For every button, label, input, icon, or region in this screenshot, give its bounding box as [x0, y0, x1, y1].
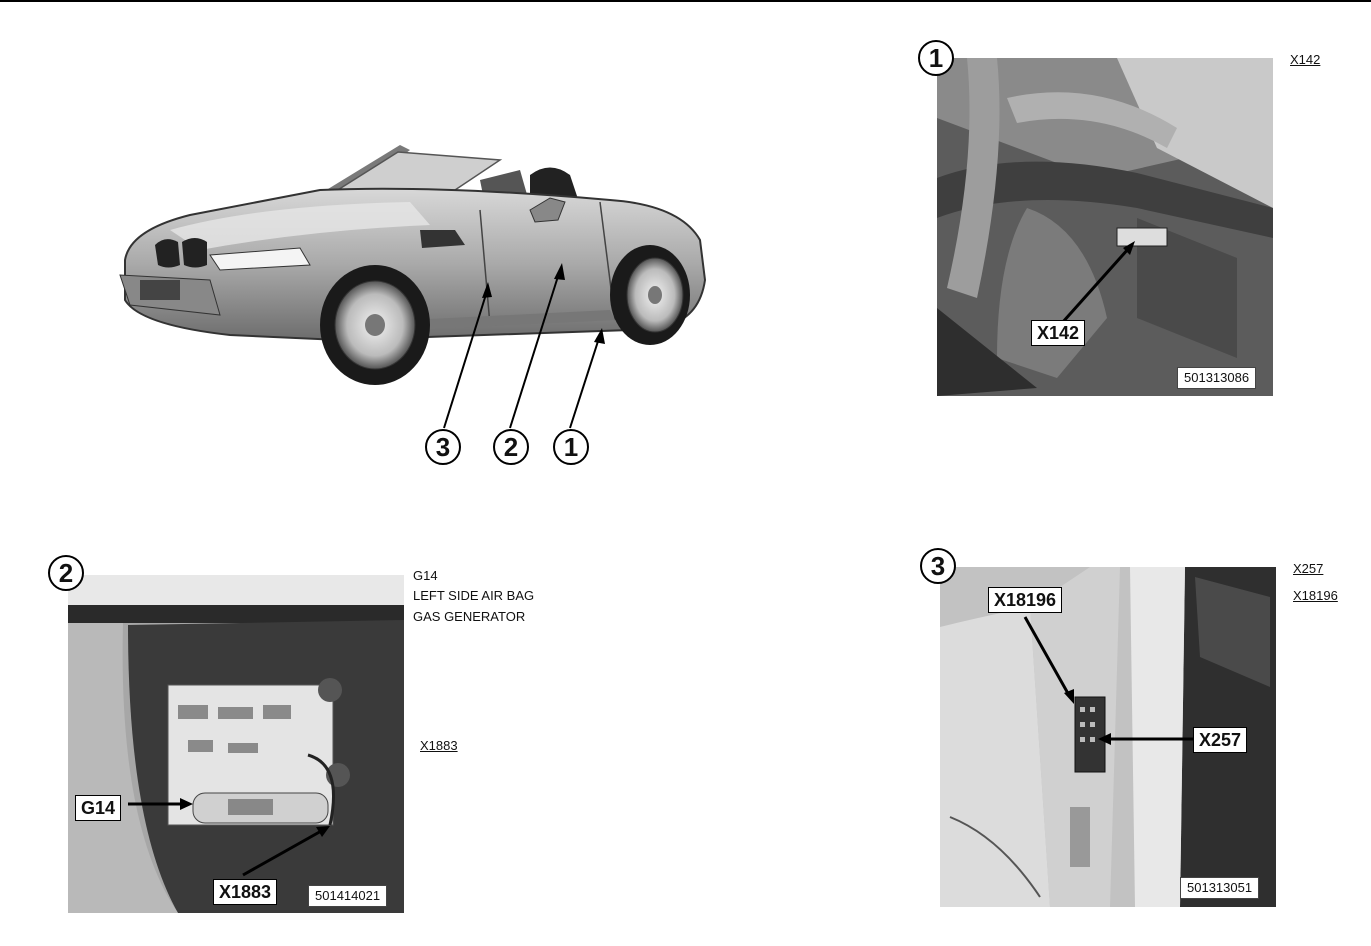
panel2-connector-ref[interactable]: X1883	[420, 738, 458, 753]
panel2-label-x1883: X1883	[213, 879, 278, 905]
panel1-photo	[937, 58, 1273, 396]
panel3-connector-ref-x257[interactable]: X257	[1293, 561, 1324, 576]
panel2-airbag-photo	[68, 575, 404, 913]
car-callout-3[interactable]: 3	[425, 429, 461, 465]
panel3-part-number: 501313051	[1180, 877, 1260, 899]
panel2-photo	[68, 575, 404, 913]
panel1-label-x142: X142	[1031, 320, 1086, 346]
panel3-callout: 3	[920, 548, 956, 584]
panel2-label-g14: G14	[75, 795, 122, 821]
panel3-connector-ref-x18196[interactable]: X18196	[1293, 588, 1338, 603]
panel1-engine-photo	[937, 58, 1273, 396]
panel2-part-number: 501414021	[308, 885, 388, 907]
car-callout-1[interactable]: 1	[553, 429, 589, 465]
top-border	[0, 0, 1371, 2]
car-illustration	[110, 130, 720, 480]
panel2-component-desc-line1: LEFT SIDE AIR BAG	[413, 588, 535, 603]
roadster-car-image	[119, 145, 707, 429]
panel3-label-x257: X257	[1193, 727, 1248, 753]
panel1-connector-ref[interactable]: X142	[1290, 52, 1321, 67]
panel3-label-x18196: X18196	[988, 587, 1063, 613]
panel2-callout: 2	[48, 555, 84, 591]
car-callout-2[interactable]: 2	[493, 429, 529, 465]
panel1-callout: 1	[918, 40, 954, 76]
panel2-component-code: G14	[413, 568, 438, 583]
panel2-component-desc-line2: GAS GENERATOR	[413, 609, 526, 624]
panel1-part-number: 501313086	[1177, 367, 1257, 389]
